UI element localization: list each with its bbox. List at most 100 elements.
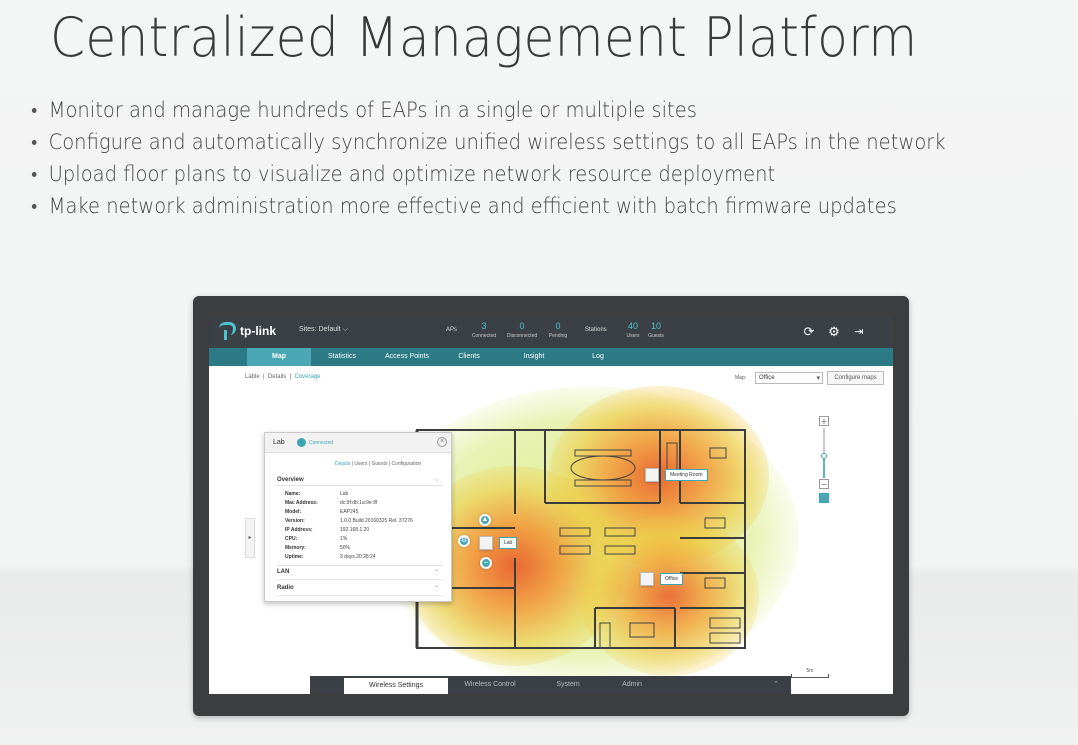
chevron-up-icon[interactable]: ⌃ — [433, 586, 439, 592]
tab-configuration[interactable]: Configuration — [391, 461, 422, 467]
field-label: Mac Address: — [285, 500, 318, 506]
field-label: Model: — [285, 509, 302, 515]
stations-guests-count: 10 — [650, 321, 661, 331]
aps-disconnected-label: Disconnected — [506, 333, 538, 339]
ap-tag-meeting-room: Meeting Room — [665, 469, 708, 481]
bottom-toolbar: Wireless Settings Wireless Control Syste… — [310, 676, 791, 694]
divider — [277, 579, 443, 580]
field-value: 1.0.0 Build 20160325 Rel. 37276 — [340, 518, 413, 524]
tab-map[interactable]: Map — [247, 348, 311, 366]
tab-insight[interactable]: Insight — [523, 353, 545, 360]
tab-wireless-control[interactable]: Wireless Control — [464, 681, 516, 688]
ap-detail-panel: Lab Connected × Details | Users | Guests… — [264, 432, 452, 602]
chevron-down-icon[interactable]: ⌵ — [434, 477, 439, 483]
logout-icon[interactable]: ⇥ — [854, 326, 864, 338]
tab-log[interactable]: Log — [592, 353, 604, 360]
map-select[interactable]: Office — [755, 372, 823, 384]
panel-expand-handle[interactable]: ▸ — [245, 518, 255, 558]
aps-disconnected-count: 0 — [519, 321, 525, 331]
map-scale: 5m — [791, 668, 829, 678]
heat-zone — [579, 516, 759, 676]
gear-icon[interactable]: ⚙ — [828, 324, 840, 339]
lan-header[interactable]: LAN — [277, 569, 290, 575]
field-label: Memory: — [285, 545, 306, 551]
field-label: Version: — [285, 518, 305, 524]
site-selector[interactable]: Sites: Default ⌵ — [299, 326, 348, 333]
tab-access-points[interactable]: Access Points — [385, 353, 429, 360]
field-value: 1% — [340, 536, 348, 542]
logo: tp-link — [219, 322, 276, 340]
stations-users-label: Users — [626, 333, 640, 339]
view-details[interactable]: Details — [267, 374, 287, 380]
divider — [277, 485, 443, 486]
screen: tp-link Sites: Default ⌵ APs 3 Connected… — [209, 316, 893, 694]
aps-pending-count: 0 — [555, 321, 561, 331]
close-icon[interactable]: × — [437, 437, 447, 447]
ap-action-upload-icon[interactable]: ▲ — [479, 514, 491, 526]
scale-bar — [791, 674, 829, 678]
field-label: IP Address: — [285, 527, 313, 533]
svg-text:−: − — [821, 480, 828, 489]
logo-text: tp-link — [240, 324, 276, 338]
stations-users-count: 40 — [627, 321, 638, 331]
chevron-up-icon[interactable]: ⌃ — [433, 570, 439, 576]
tab-guests[interactable]: Guests — [371, 461, 388, 467]
tab-statistics[interactable]: Statistics — [327, 353, 356, 360]
ap-tag-lab: Lab — [499, 537, 518, 549]
monitor: tp-link Sites: Default ⌵ APs 3 Connected… — [193, 296, 909, 716]
view-switch: Lable | Details | Coverage — [245, 374, 321, 380]
field-value: 192.168.1.20 — [340, 527, 370, 533]
field-value: EAP245 — [340, 509, 359, 515]
chevron-up-icon[interactable]: ⌃ — [773, 681, 779, 688]
stations-label: Stations — [585, 327, 607, 333]
tp-link-logo-icon — [219, 322, 237, 340]
aps-label: APs — [446, 327, 458, 333]
field-value: Lab — [340, 491, 349, 497]
list-item: Make network administration more effecti… — [30, 190, 946, 222]
configure-maps-button[interactable]: Configure maps — [827, 371, 884, 385]
zoom-control[interactable]: + − — [819, 416, 829, 504]
field-label: CPU: — [285, 536, 298, 542]
aps-connected-label: Connected — [471, 333, 497, 339]
tab-users[interactable]: Users — [354, 461, 368, 467]
tab-details[interactable]: Details — [335, 461, 351, 467]
tab-clients[interactable]: Clients — [458, 353, 480, 360]
list-item: Configure and automatically synchronize … — [30, 126, 946, 158]
radio-header[interactable]: Radio — [277, 585, 294, 591]
chevron-down-icon: ⌵ — [342, 326, 348, 333]
tab-system[interactable]: System — [556, 681, 580, 688]
field-label: Uptime: — [285, 554, 304, 560]
field-label: Name: — [285, 491, 301, 497]
field-value: 3 days 20:28:24 — [340, 554, 376, 560]
ap-action-settings-icon[interactable]: ⚙ — [458, 535, 470, 547]
tab-admin[interactable]: Admin — [622, 681, 642, 688]
ap-office[interactable] — [640, 572, 654, 586]
field-value: dc:9f:db:1a:9e:9f — [340, 500, 378, 506]
aps-connected-count: 3 — [481, 321, 487, 331]
tab-wireless-settings[interactable]: Wireless Settings — [344, 678, 448, 694]
ap-tag-office: Office — [660, 573, 683, 585]
scale-label: 5m — [806, 668, 814, 674]
panel-status: Connected — [309, 440, 334, 446]
map-label: Map: — [735, 375, 747, 381]
main-nav: Map Statistics Access Points Clients Ins… — [209, 348, 893, 366]
ap-lab[interactable] — [479, 536, 493, 550]
divider — [277, 595, 443, 596]
overview-header[interactable]: Overview — [277, 477, 304, 483]
ap-action-remove-icon[interactable]: – — [480, 557, 492, 569]
view-coverage[interactable]: Coverage — [294, 374, 321, 380]
top-bar: tp-link Sites: Default ⌵ APs 3 Connected… — [209, 316, 893, 348]
panel-ap-name: Lab — [273, 439, 285, 446]
divider — [277, 565, 443, 566]
stations-guests-label: Guests — [648, 333, 664, 339]
panel-header: Lab Connected × — [265, 433, 451, 453]
feature-list: Monitor and manage hundreds of EAPs in a… — [30, 94, 1015, 222]
ap-meeting-room[interactable] — [645, 468, 659, 482]
list-item: Upload floor plans to visualize and opti… — [30, 158, 946, 190]
aps-pending-label: Pending — [548, 333, 568, 339]
view-lable[interactable]: Lable — [245, 374, 260, 380]
refresh-icon[interactable]: ⟳ — [803, 324, 815, 339]
list-item: Monitor and manage hundreds of EAPs in a… — [30, 94, 946, 126]
page-title: Centralized Management Platform — [50, 6, 918, 69]
svg-text:+: + — [821, 417, 828, 426]
